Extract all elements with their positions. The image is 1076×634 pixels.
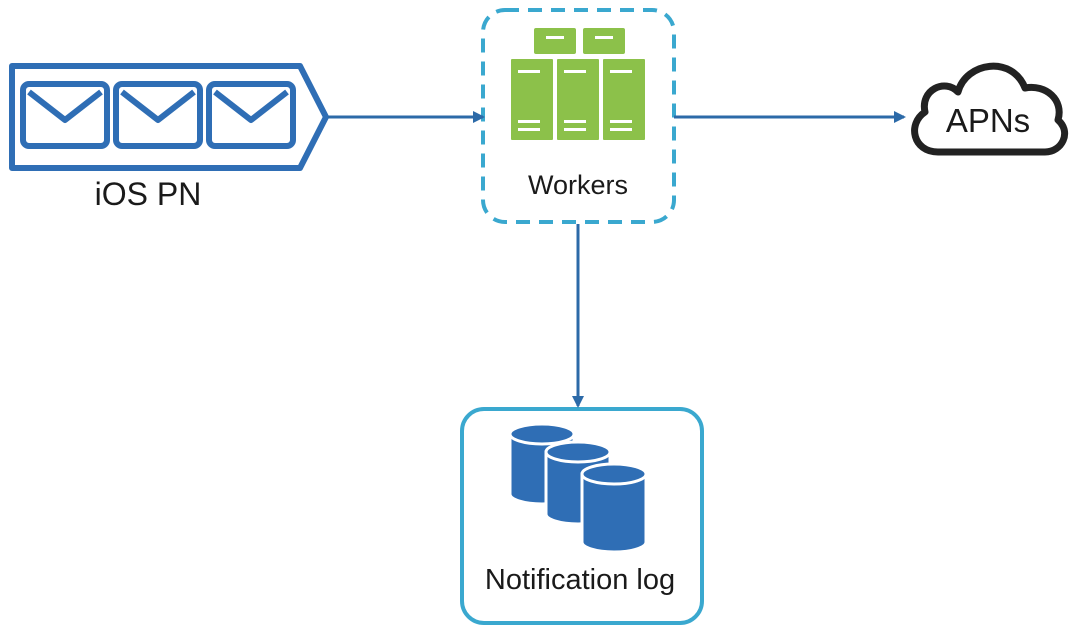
message-queue-icon [9,63,329,171]
notification-log-node: Notification log [460,407,704,625]
ios-pn-label: iOS PN [95,176,202,212]
apns-node: APNs [911,62,1069,156]
envelope-icon [20,81,110,149]
ios-pn-node: iOS PN [9,63,329,212]
workers-node: Workers [481,8,676,224]
envelope-icon [113,81,203,149]
database-cylinder [580,462,648,554]
workers-label: Workers [528,170,628,200]
cloud-icon [911,62,1069,156]
database-icon [508,422,648,554]
notification-log-label: Notification log [485,564,675,596]
server-rack-icon [509,28,647,142]
envelope-icon [206,81,296,149]
apns-label: APNs [946,102,1030,139]
